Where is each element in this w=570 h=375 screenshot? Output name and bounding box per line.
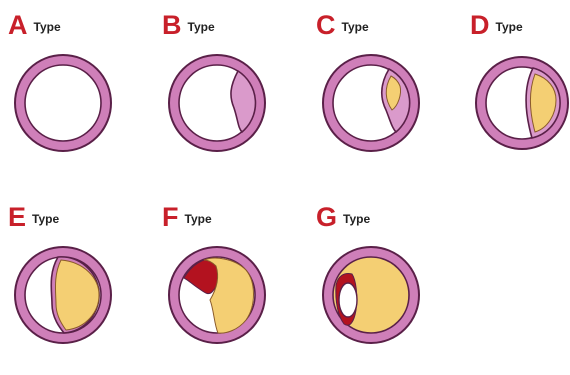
panel-label: B Type — [162, 8, 215, 42]
type-letter: C — [316, 10, 336, 40]
vessel-cross-section-a — [8, 48, 118, 158]
type-letter: B — [162, 10, 182, 40]
type-letter: E — [8, 202, 26, 232]
type-letter: D — [470, 10, 490, 40]
vessel-cross-section-e — [8, 240, 118, 350]
type-letter: F — [162, 202, 179, 232]
panel-type-g: G Type — [316, 200, 456, 375]
type-letter: G — [316, 202, 337, 232]
panel-label: G Type — [316, 200, 370, 234]
type-word: Type — [32, 212, 59, 226]
panel-label: C Type — [316, 8, 369, 42]
vessel-cross-section-f — [162, 240, 272, 350]
panel-label: E Type — [8, 200, 59, 234]
type-word: Type — [34, 20, 61, 34]
panel-type-b: B Type — [162, 8, 302, 183]
vessel-cross-section-c — [316, 48, 426, 158]
type-word: Type — [343, 212, 370, 226]
panel-label: D Type — [470, 8, 523, 42]
type-letter: A — [8, 10, 28, 40]
type-word: Type — [185, 212, 212, 226]
vessel-cross-section-d — [470, 48, 570, 158]
panel-type-c: C Type — [316, 8, 456, 183]
type-word: Type — [342, 20, 369, 34]
panel-type-d: D Type — [470, 8, 570, 183]
panel-type-e: E Type — [8, 200, 148, 375]
vessel-cross-section-g — [316, 240, 426, 350]
type-word: Type — [496, 20, 523, 34]
panel-label: F Type — [162, 200, 212, 234]
vessel-lumen — [25, 65, 101, 141]
panel-type-a: A Type — [8, 8, 148, 183]
panel-type-f: F Type — [162, 200, 302, 375]
type-word: Type — [188, 20, 215, 34]
panel-label: A Type — [8, 8, 61, 42]
vessel-cross-section-b — [162, 48, 272, 158]
residual-lumen — [339, 283, 357, 317]
